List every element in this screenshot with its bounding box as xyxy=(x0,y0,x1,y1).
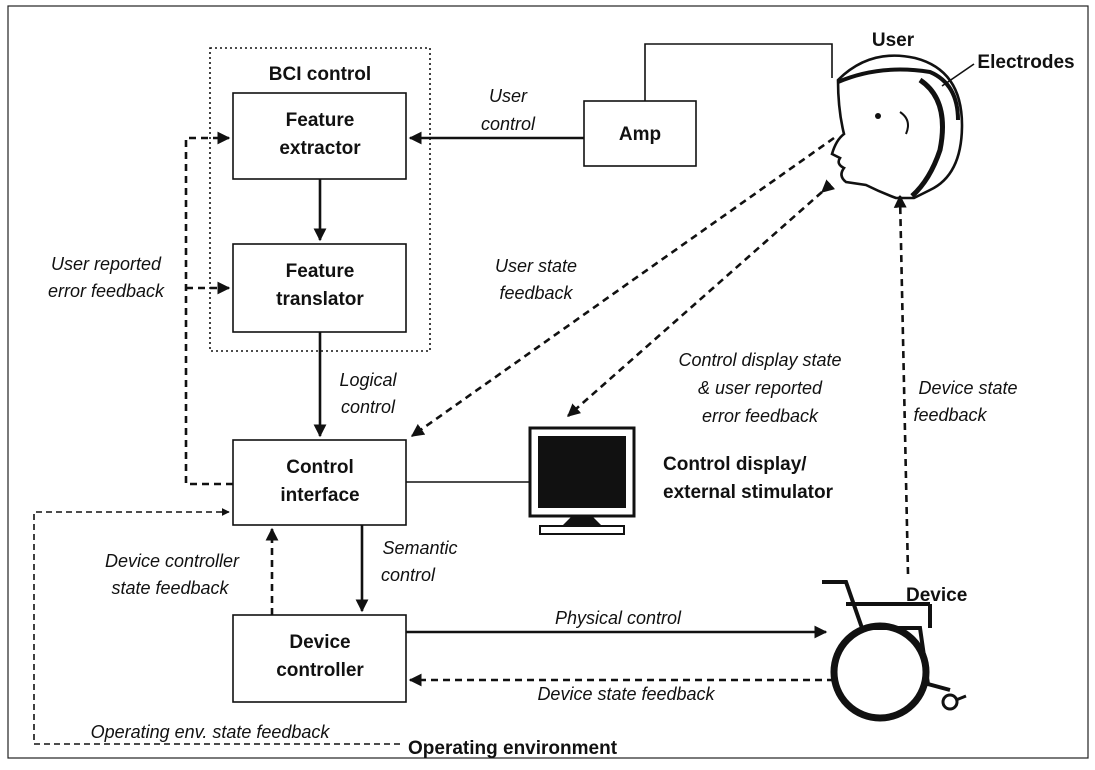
bci-control-label: BCI control xyxy=(269,64,371,85)
control-interface-line1: Control xyxy=(286,457,354,478)
control-display-line2: external stimulator xyxy=(663,482,834,503)
user-state-feedback-line1: User state xyxy=(495,256,577,276)
device-state-feedback-right-line1: Device state xyxy=(918,378,1017,398)
logical-control-line1: Logical xyxy=(339,370,397,390)
device-controller-box: Device controller xyxy=(232,614,407,703)
control-display-state-line3: error feedback xyxy=(702,406,819,426)
device-controller-line2: controller xyxy=(276,660,364,681)
feature-translator-box: Feature translator xyxy=(232,243,407,333)
amp-label: Amp xyxy=(619,124,661,145)
monitor-icon xyxy=(528,426,636,535)
electrodes-pointer xyxy=(941,63,975,87)
user-control-line1: User xyxy=(489,86,528,106)
control-interface-line2: interface xyxy=(280,485,359,506)
operating-env-feedback-arrow xyxy=(33,508,400,745)
device-label: Device xyxy=(906,585,967,606)
device-controller-line1: Device xyxy=(289,632,350,653)
semantic-control-line1: Semantic xyxy=(382,538,457,558)
control-interface-box: Control interface xyxy=(232,439,407,526)
user-head-icon xyxy=(830,54,964,200)
feature-translator-line2: translator xyxy=(276,289,364,310)
semantic-control-line2: control xyxy=(381,565,436,585)
electrodes-to-amp-line xyxy=(644,43,833,101)
bci-control-container xyxy=(209,47,431,352)
device-state-feedback-right-line2: feedback xyxy=(913,405,987,425)
user-control-line2: control xyxy=(481,114,536,134)
operating-environment-label: Operating environment xyxy=(408,738,618,759)
display-state-feedback-arrow xyxy=(567,179,836,417)
figure-frame xyxy=(7,5,1089,759)
feature-extractor-line1: Feature xyxy=(286,110,355,131)
device-controller-state-line2: state feedback xyxy=(111,578,229,598)
feature-extractor-line2: extractor xyxy=(279,138,361,159)
physical-control-label: Physical control xyxy=(555,608,682,628)
control-display-state-line1: Control display state xyxy=(678,350,841,370)
device-controller-state-line1: Device controller xyxy=(105,551,240,571)
device-state-to-user-arrow xyxy=(893,194,910,575)
control-display-state-line2: & user reported xyxy=(698,378,823,398)
wheelchair-icon xyxy=(822,580,967,722)
user-state-feedback-line2: feedback xyxy=(499,283,573,303)
error-feedback-to-extractor-arrow xyxy=(184,131,233,486)
amp-box: Amp xyxy=(583,100,697,167)
device-state-feedback-bottom-label: Device state feedback xyxy=(537,684,715,704)
user-label: User xyxy=(872,30,915,51)
user-reported-error-line1: User reported xyxy=(51,254,162,274)
logical-control-line2: control xyxy=(341,397,396,417)
operating-env-state-label: Operating env. state feedback xyxy=(91,722,331,742)
user-reported-error-line2: error feedback xyxy=(48,281,165,301)
control-display-line1: Control display/ xyxy=(663,454,807,475)
electrodes-label: Electrodes xyxy=(977,52,1074,73)
feature-extractor-box: Feature extractor xyxy=(232,92,407,180)
feature-translator-line1: Feature xyxy=(286,261,355,282)
